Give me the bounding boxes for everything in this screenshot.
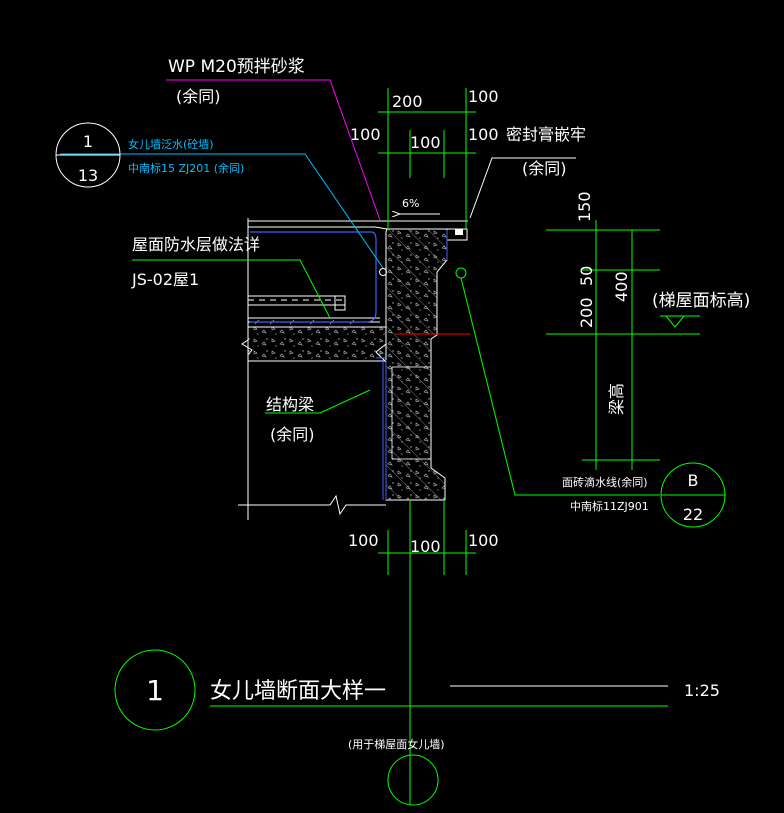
bottom-break-line (238, 494, 386, 516)
dim-v-150: 150 (575, 191, 594, 222)
dim-top-200: 200 (392, 92, 423, 111)
dim-v-400: 400 (612, 271, 631, 302)
sealant-block (455, 229, 463, 235)
dim-mid-100-right: 100 (468, 125, 499, 144)
wall-cladding-line (376, 230, 448, 500)
dim-v-200: 200 (577, 297, 596, 328)
dim-bot-100-center: 100 (410, 537, 441, 556)
detail-symbol[interactable]: 1 (114, 649, 196, 731)
sealant-leader (469, 157, 576, 219)
left-break-line (241, 218, 253, 520)
drip-note-2: 中南标11ZJ901 (570, 499, 649, 513)
mortar-note-2: (余同) (176, 87, 221, 106)
detail-subnote: (用于梯屋面女儿墙) (348, 737, 445, 751)
ref-symbol-b[interactable]: B 22 (660, 462, 726, 528)
roof-elevation-note: (梯屋面标高) (652, 291, 750, 311)
bottom-symbol (387, 754, 439, 806)
roof-note-1: 屋面防水层做法详 (132, 235, 260, 254)
ref-b-bottom: 22 (683, 505, 703, 524)
leader-lines (60, 79, 668, 707)
parapet-note-1: 女儿墙泛水(砼墙) (128, 137, 214, 151)
sealant-note-1: 密封膏嵌牢 (506, 125, 586, 144)
parapet-leader (60, 153, 384, 269)
dim-mid-100-center: 100 (410, 133, 441, 152)
annotations: WP M20预拌砂浆 (余同) 女儿墙泛水(砼墙) 中南标15 ZJ201 (余… (128, 57, 750, 513)
dim-mid-100-left: 100 (350, 125, 381, 144)
wall-section (238, 214, 470, 520)
mortar-note-1: WP M20预拌砂浆 (168, 57, 305, 77)
sealant-note-2: (余同) (522, 159, 567, 178)
ref-b-top: B (688, 471, 699, 490)
ref-a-top: 1 (83, 132, 93, 151)
dim-bot-100-right: 100 (468, 531, 499, 550)
dimension-texts: 200 100 100 100 100 100 100 100 150 400 … (348, 87, 631, 556)
ref-symbol-a[interactable]: 1 13 (55, 122, 121, 188)
detail-number: 1 (146, 674, 164, 707)
roof-note-2: JS-02屋1 (131, 270, 199, 289)
drip-groove (455, 267, 467, 279)
roof-tile-block (334, 295, 346, 311)
beam-height-note: 梁高 (607, 383, 626, 415)
drip-leader (460, 277, 660, 496)
parapet-note-2: 中南标15 ZJ201 (余同) (128, 161, 244, 175)
detail-scale: 1:25 (684, 681, 720, 700)
drip-note-1: 面砖滴水线(余同) (562, 475, 648, 489)
beam-note-2: (余同) (270, 425, 315, 444)
beam-core (391, 366, 432, 460)
roof-slab (247, 326, 387, 362)
roof-leader (132, 259, 331, 319)
slope-note: 6% (402, 197, 419, 210)
mortar-leader (166, 79, 381, 221)
dim-v-50: 50 (577, 266, 596, 286)
waterproof-membrane (250, 231, 377, 323)
detail-title: 女儿墙断面大样一 (210, 679, 386, 704)
beam-note-1: 结构梁 (266, 395, 314, 414)
flashing-nail (379, 268, 387, 276)
title-block: 女儿墙断面大样一 1:25 (用于梯屋面女儿墙) (210, 679, 720, 751)
beam-leader (265, 389, 371, 414)
wall-concrete-texture (376, 229, 447, 500)
dim-top-100-right: 100 (468, 87, 499, 106)
dimension-lines (378, 88, 700, 805)
dim-bot-100-left: 100 (348, 531, 379, 550)
ref-a-bottom: 13 (78, 166, 98, 185)
